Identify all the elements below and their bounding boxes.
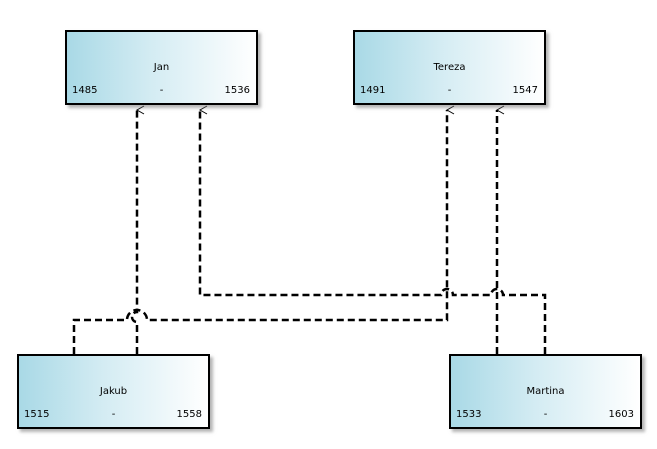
death-year: 1603 xyxy=(608,409,634,420)
death-year: 1547 xyxy=(512,85,538,96)
person-card-jakub[interactable]: Jakub 1515 - 1558 xyxy=(17,354,210,429)
birth-year: 1515 xyxy=(24,409,50,420)
person-name: Jan xyxy=(153,62,170,73)
person-name: Jakub xyxy=(99,386,128,397)
date-separator: - xyxy=(447,85,452,96)
date-separator: - xyxy=(111,409,116,420)
person-card-jan[interactable]: Jan 1485 - 1536 xyxy=(65,30,258,105)
person-name: Martina xyxy=(526,386,565,397)
person-card-martina[interactable]: Martina 1533 - 1603 xyxy=(449,354,642,429)
death-year: 1536 xyxy=(224,85,250,96)
birth-year: 1491 xyxy=(360,85,386,96)
date-separator: - xyxy=(543,409,548,420)
connector-martina-to-jan xyxy=(198,105,547,354)
date-separator: - xyxy=(159,85,164,96)
death-year: 1558 xyxy=(176,409,202,420)
birth-year: 1533 xyxy=(456,409,482,420)
person-name: Tereza xyxy=(433,62,466,73)
connector-jakub-to-tereza xyxy=(72,105,455,354)
person-card-tereza[interactable]: Tereza 1491 - 1547 xyxy=(353,30,546,105)
connector-jakub-to-jan xyxy=(130,105,145,354)
birth-year: 1485 xyxy=(72,85,98,96)
